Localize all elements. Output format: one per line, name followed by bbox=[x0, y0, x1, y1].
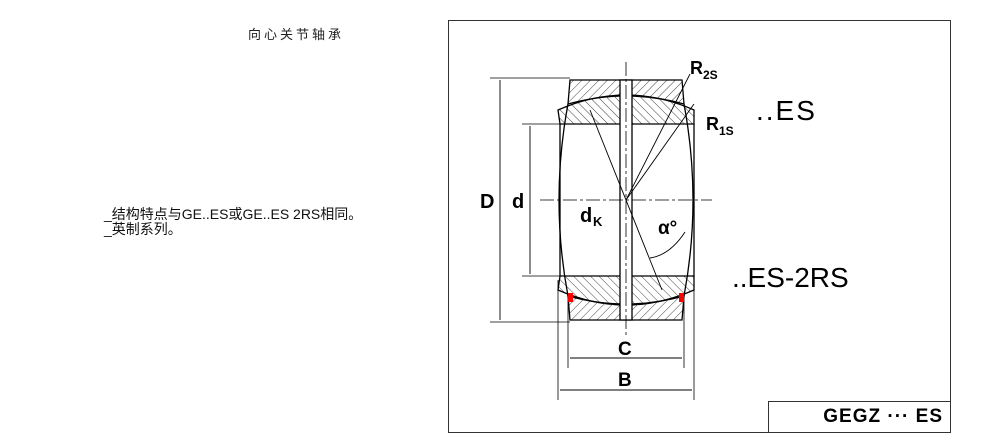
label-alpha: α° bbox=[658, 218, 677, 239]
label-r1s: R bbox=[706, 114, 719, 134]
drawing-frame bbox=[448, 20, 951, 433]
description-line: _结构特点与GE..ES或GE..ES 2RS相同。 bbox=[104, 206, 363, 222]
label-B: B bbox=[618, 370, 632, 391]
label-r2s: R bbox=[690, 58, 703, 78]
label-r2s-sub: 2S bbox=[703, 68, 718, 82]
label-D: D bbox=[480, 191, 494, 213]
label-dk-sub: K bbox=[593, 214, 603, 229]
model-code: GEGZ ··· ES bbox=[768, 401, 951, 433]
description: _结构特点与GE..ES或GE..ES 2RS相同。 _英制系列。 bbox=[104, 207, 362, 237]
variant-es-2rs: ..ES-2RS bbox=[732, 262, 849, 293]
variant-es: ..ES bbox=[756, 95, 817, 126]
label-d: d bbox=[512, 191, 524, 213]
page-title: 向心关节轴承 bbox=[248, 28, 345, 43]
seal-left bbox=[568, 293, 573, 302]
seal-right bbox=[679, 293, 684, 302]
label-C: C bbox=[618, 339, 632, 360]
description-line: _英制系列。 bbox=[104, 221, 182, 237]
label-r1s-sub: 1S bbox=[719, 124, 734, 138]
label-dk: d bbox=[580, 205, 592, 227]
